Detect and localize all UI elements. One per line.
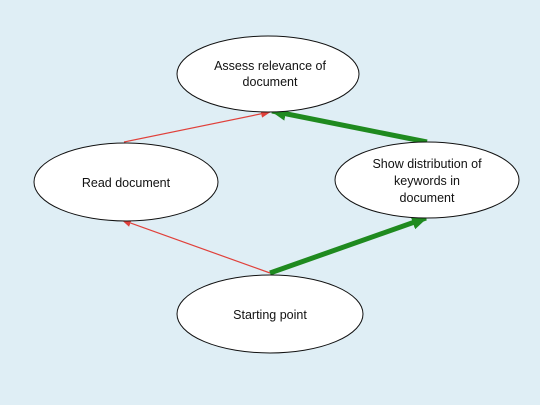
edge-show-to-assess (270, 106, 428, 145)
node-read-shape (33, 142, 219, 222)
node-read-label: Read document (82, 176, 171, 190)
edge-read-to-assess (123, 109, 271, 143)
node-show-distribution: Show distribution of keywords in documen… (334, 141, 520, 219)
node-assess-label-line-2: document (243, 75, 298, 89)
node-start-label: Starting point (233, 308, 307, 322)
edge-start-to-read (121, 219, 271, 274)
node-starting-point: Starting point (176, 274, 364, 354)
node-show-shape (334, 141, 520, 219)
node-show-label-line-1: Show distribution of (372, 157, 482, 171)
edge-start-to-show (269, 215, 428, 276)
node-show-label-line-2: keywords in (394, 174, 460, 188)
node-start-shape (176, 274, 364, 354)
node-show-label-line-3: document (400, 191, 455, 205)
node-read-document: Read document (33, 142, 219, 222)
node-assess-shape (176, 35, 360, 113)
node-assess-relevance: Assess relevance of document (176, 35, 360, 113)
node-assess-label-line-1: Assess relevance of (214, 59, 326, 73)
